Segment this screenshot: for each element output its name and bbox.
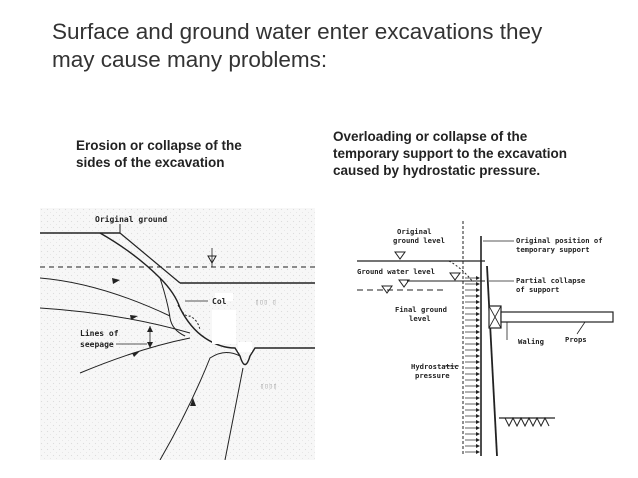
pressure-arrow-head <box>476 312 480 316</box>
pressure-arrow-head <box>476 276 480 280</box>
original-label-line-2: ground level <box>393 236 445 245</box>
seepage-line-2 <box>40 307 191 334</box>
pressure-arrow-head <box>476 414 480 418</box>
seepage-arrow-1 <box>112 278 120 284</box>
pressure-arrow-head <box>476 432 480 436</box>
pressure-arrow-head <box>476 318 480 322</box>
paper-texture <box>40 208 315 460</box>
slide-title-line-2: may cause many problems: <box>52 47 328 72</box>
seepage-line-1 <box>40 277 171 317</box>
hydrostatic-diagram-svg: Original ground level Ground water level… <box>327 216 617 464</box>
pressure-arrow-head <box>476 372 480 376</box>
base-hatch <box>504 416 550 428</box>
collapsed-slope <box>99 232 315 366</box>
slumped-surface <box>448 260 474 283</box>
final-ground-label-line-2: level <box>409 314 431 323</box>
seepage-arrow-3 <box>132 351 140 357</box>
prop-beam <box>500 311 614 323</box>
slip-surface <box>159 277 186 337</box>
seepage-arrow-4 <box>190 398 196 406</box>
original-label-line-1: Original <box>397 227 432 236</box>
col-label: Col <box>212 297 227 306</box>
original-ground-label: Original ground <box>95 214 167 224</box>
left-caption: Erosion or collapse of the sides of the … <box>76 137 296 171</box>
pressure-arrow-head <box>476 450 480 454</box>
seepage-line-4 <box>159 352 241 460</box>
original-position-label-line-1: Original position of <box>516 236 603 245</box>
redaction-block-2 <box>212 310 236 344</box>
water-level-icon-2 <box>449 272 461 281</box>
pressure-arrow-head <box>476 282 480 286</box>
slide-title: Surface and ground water enter excavatio… <box>52 18 612 74</box>
left-caption-line-1: Erosion or collapse of the <box>76 138 242 153</box>
final-level-icon <box>381 285 393 294</box>
pressure-arrow-head <box>476 396 480 400</box>
hydrostatic-arrows <box>465 276 480 454</box>
dimension-arrow-down <box>147 342 153 348</box>
pressure-arrow-head <box>476 366 480 370</box>
pressure-arrow-head <box>476 294 480 298</box>
pressure-arrow-head <box>476 348 480 352</box>
pressure-arrow-head <box>476 354 480 358</box>
collapsed-support <box>486 265 498 457</box>
original-level-icon <box>394 251 406 260</box>
paper-background <box>327 216 617 464</box>
seepage-line-5 <box>224 367 244 460</box>
redaction-block-1 <box>215 293 233 301</box>
pressure-arrow-head <box>476 438 480 442</box>
pressure-arrow-head <box>476 360 480 364</box>
waling-label: Waling <box>518 337 544 346</box>
pressure-arrow-head <box>476 336 480 340</box>
right-caption-line-1: Overloading or collapse of the <box>333 129 528 144</box>
pressure-arrow-head <box>476 330 480 334</box>
faded-mark-2: ▯▯▯▯ <box>260 381 277 390</box>
original-slope-line <box>119 232 181 284</box>
waling-cross-2 <box>488 305 502 329</box>
water-level-icon <box>398 279 410 288</box>
original-position-label-line-2: temporary support <box>516 245 590 254</box>
right-caption-line-3: caused by hydrostatic pressure. <box>333 163 541 178</box>
hydrostatic-diagram: Original ground level Ground water level… <box>327 216 617 464</box>
pressure-arrow-head <box>476 384 480 388</box>
pressure-arrow-head <box>476 426 480 430</box>
lines-of-label: Lines of <box>80 328 119 338</box>
ground-water-label: Ground water level <box>357 267 435 276</box>
erosion-diagram: ▯▯▯ ▯ ▯▯▯▯ Original ground Col Lines of … <box>40 208 315 460</box>
hydrostatic-label-line-2: pressure <box>415 371 450 380</box>
pressure-arrow-head <box>476 378 480 382</box>
redaction-block-3 <box>238 342 252 352</box>
pressure-arrow-head <box>476 288 480 292</box>
pressure-arrow-head <box>476 306 480 310</box>
final-ground-label-line-1: Final ground <box>395 305 447 314</box>
pressure-arrow-head <box>476 300 480 304</box>
pressure-arrow-head <box>476 408 480 412</box>
partial-collapse-label-line-2: of support <box>516 285 559 294</box>
hydrostatic-label-line-1: Hydrostatic <box>411 362 459 371</box>
faded-mark-1: ▯▯▯ ▯ <box>255 297 277 306</box>
pressure-arrow-head <box>476 444 480 448</box>
right-caption: Overloading or collapse of the temporary… <box>333 128 623 179</box>
left-caption-line-2: sides of the excavation <box>76 155 225 170</box>
pressure-arrow-head <box>476 402 480 406</box>
right-caption-line-2: temporary support to the excavation <box>333 146 568 161</box>
pressure-arrow-head <box>476 324 480 328</box>
pressure-arrow-head <box>476 390 480 394</box>
pressure-arrow-head <box>476 420 480 424</box>
debris-outline <box>177 304 201 331</box>
dimension-arrow-up <box>147 326 153 332</box>
slide-title-line-1: Surface and ground water enter excavatio… <box>52 19 543 44</box>
seepage-label: seepage <box>80 340 114 349</box>
erosion-diagram-svg: ▯▯▯ ▯ ▯▯▯▯ Original ground Col Lines of … <box>40 208 315 460</box>
pressure-arrow-head <box>476 342 480 346</box>
leader-props <box>576 321 586 335</box>
seepage-arrow-2 <box>130 315 138 320</box>
props-label: Props <box>565 335 587 344</box>
partial-collapse-label-line-1: Partial collapse <box>516 276 586 285</box>
